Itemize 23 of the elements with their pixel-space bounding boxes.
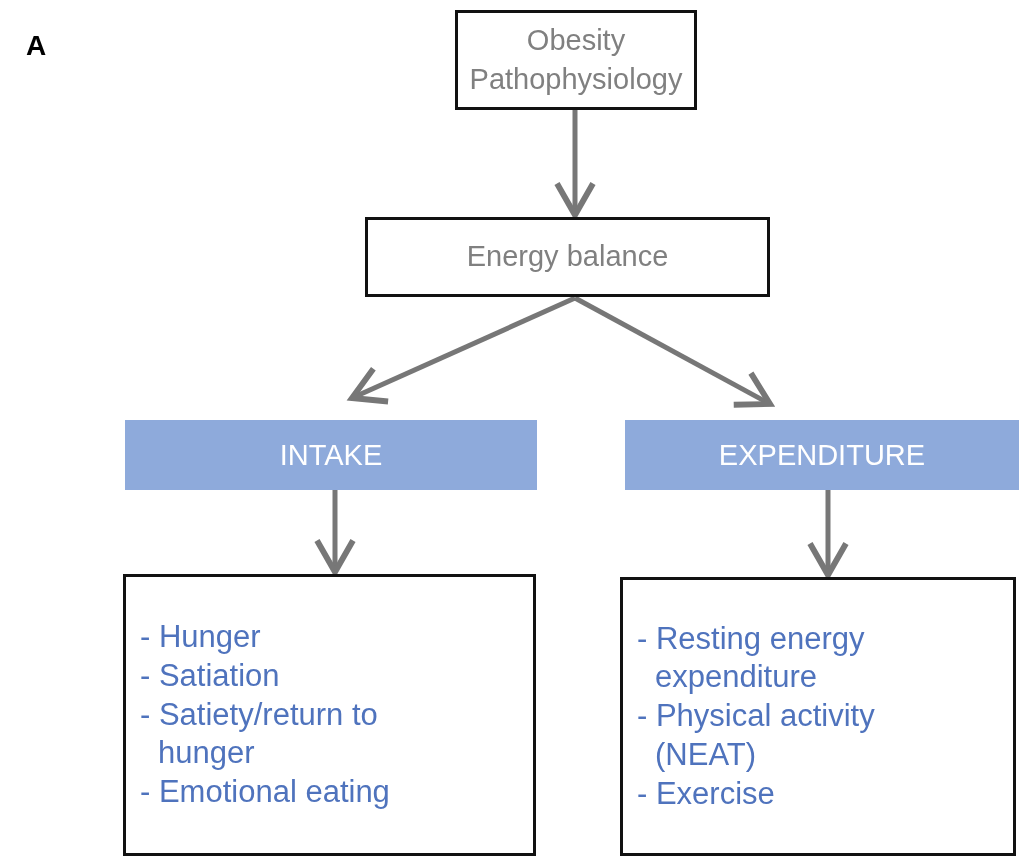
arrow xyxy=(807,490,849,578)
arrow xyxy=(349,295,577,405)
list-item: - Exercise xyxy=(637,774,776,813)
panel-letter: A xyxy=(26,30,47,62)
list-item: - Hunger xyxy=(140,618,262,657)
list-item: - Physical activity (NEAT) xyxy=(637,697,876,774)
node-label: Energy balance xyxy=(466,239,669,275)
arrow xyxy=(314,490,356,575)
process-box xyxy=(365,217,770,297)
list-item: - Resting energy expenditure xyxy=(637,619,866,697)
category-bar xyxy=(625,420,1019,490)
node-label: INTAKE xyxy=(279,438,383,472)
node-label: Obesity Pathophysiology xyxy=(468,22,684,97)
list-box xyxy=(620,577,1016,856)
list-item: - Emotional eating xyxy=(140,773,391,812)
list-box xyxy=(123,574,536,856)
node-label: EXPENDITURE xyxy=(718,438,926,472)
list-item: - Satiety/return to hunger xyxy=(140,695,379,773)
category-bar xyxy=(125,420,537,490)
list-item: - Satiation xyxy=(140,656,281,695)
arrow xyxy=(554,110,596,218)
arrow xyxy=(573,295,773,408)
process-box xyxy=(455,10,697,110)
